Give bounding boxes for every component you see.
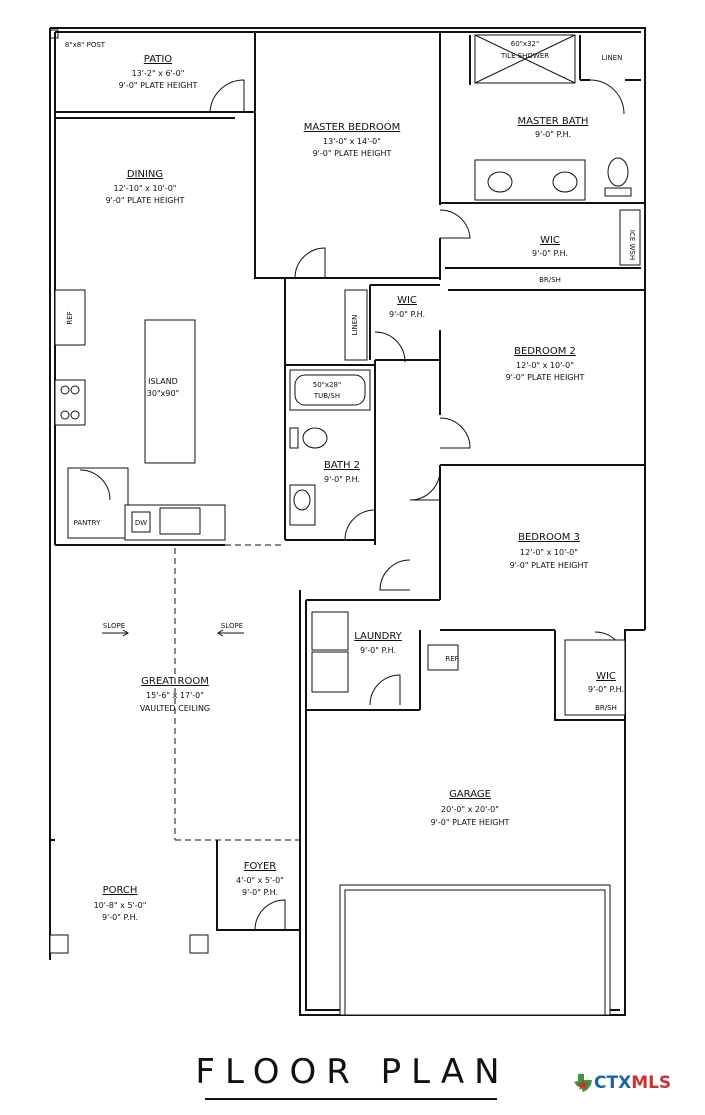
ref-kitchen-label: REF bbox=[66, 311, 74, 324]
master-bedroom-dims: 13'-0" x 14'-0" bbox=[323, 137, 381, 146]
door-swings bbox=[79, 79, 626, 931]
garage-height: 9'-0" PLATE HEIGHT bbox=[431, 818, 510, 827]
wic-hall-height: 9'-0" P.H. bbox=[389, 310, 425, 319]
logo-text-ctx: CTX bbox=[594, 1073, 632, 1093]
texas-star-icon bbox=[574, 1074, 592, 1092]
master-wic-height: 9'-0" P.H. bbox=[532, 249, 568, 258]
slope-right-label: SLOPE bbox=[221, 622, 243, 630]
logo-text-mls: MLS bbox=[631, 1073, 672, 1093]
dining-name: DINING bbox=[127, 169, 163, 180]
ice-wsh-label: ICE WSH bbox=[628, 230, 636, 260]
ref-garage-label: REF bbox=[445, 655, 458, 663]
dw-label: DW bbox=[135, 519, 147, 527]
master-wic-name: WIC bbox=[540, 235, 560, 246]
patio-height: 9'-0" PLATE HEIGHT bbox=[119, 81, 198, 90]
br-sh-3-label: BR/SH bbox=[595, 704, 617, 712]
patio-name: PATIO bbox=[144, 54, 173, 65]
dining-dims: 12'-10" x 10'-0" bbox=[114, 184, 177, 193]
porch-dims: 10'-8" x 5'-0" bbox=[94, 901, 147, 910]
foyer-name: FOYER bbox=[244, 861, 277, 872]
wic3-name: WIC bbox=[596, 671, 616, 682]
fixtures bbox=[49, 29, 641, 1016]
laundry-height: 9'-0" P.H. bbox=[360, 646, 396, 655]
pantry-label: PANTRY bbox=[74, 519, 101, 527]
linen-master-label: LINEN bbox=[602, 54, 623, 62]
tile-shower-size: 60"x32" bbox=[511, 40, 539, 48]
master-bath-height: 9'-0" P.H. bbox=[535, 130, 571, 139]
bath2-height: 9'-0" P.H. bbox=[324, 475, 360, 484]
tile-shower-label: TILE SHOWER bbox=[500, 52, 549, 60]
bedroom2-height: 9'-0" PLATE HEIGHT bbox=[506, 373, 585, 382]
great-room-name: GREAT ROOM bbox=[141, 676, 209, 687]
porch-name: PORCH bbox=[103, 885, 138, 896]
foyer-height: 9'-0" P.H. bbox=[242, 888, 278, 897]
room-labels: 8"x8" POST PATIO 13'-2" x 6'-0" 9'-0" PL… bbox=[65, 40, 636, 922]
garage-dims: 20'-0" x 20'-0" bbox=[441, 805, 499, 814]
laundry-name: LAUNDRY bbox=[354, 631, 402, 642]
bedroom2-dims: 12'-0" x 10'-0" bbox=[516, 361, 574, 370]
garage-name: GARAGE bbox=[449, 789, 491, 800]
plan-title: FLOOR PLAN bbox=[195, 1052, 510, 1092]
island-name: ISLAND bbox=[148, 377, 178, 386]
patio-dims: 13'-2" x 6'-0" bbox=[132, 69, 185, 78]
tub-label: TUB/SH bbox=[313, 392, 340, 400]
br-sh-master-label: BR/SH bbox=[539, 276, 561, 284]
great-room-height: VAULTED CEILING bbox=[140, 704, 210, 713]
post-label: 8"x8" POST bbox=[65, 41, 106, 49]
wic3-height: 9'-0" P.H. bbox=[588, 685, 624, 694]
master-bedroom-height: 9'-0" PLATE HEIGHT bbox=[313, 149, 392, 158]
open-area-lines bbox=[55, 544, 300, 841]
title-underline bbox=[205, 1098, 497, 1100]
porch-height: 9'-0" P.H. bbox=[102, 913, 138, 922]
foyer-dims: 4'-0" x 5'-0" bbox=[236, 876, 284, 885]
wic-hall-name: WIC bbox=[397, 295, 417, 306]
bedroom3-name: BEDROOM 3 bbox=[518, 532, 580, 543]
bath2-name: BATH 2 bbox=[324, 460, 360, 471]
master-bedroom-name: MASTER BEDROOM bbox=[304, 122, 401, 133]
master-bath-name: MASTER BATH bbox=[518, 116, 589, 127]
great-room-dims: 15'-6" x 17'-0" bbox=[146, 691, 204, 700]
slope-left-label: SLOPE bbox=[103, 622, 125, 630]
linen-hall-label: LINEN bbox=[351, 315, 359, 336]
tub-size: 50"x28" bbox=[313, 381, 341, 389]
bedroom2-name: BEDROOM 2 bbox=[514, 346, 576, 357]
dining-height: 9'-0" PLATE HEIGHT bbox=[106, 196, 185, 205]
bedroom3-dims: 12'-0" x 10'-0" bbox=[520, 548, 578, 557]
island-dims: 30"x90" bbox=[147, 389, 179, 398]
bedroom3-height: 9'-0" PLATE HEIGHT bbox=[510, 561, 589, 570]
